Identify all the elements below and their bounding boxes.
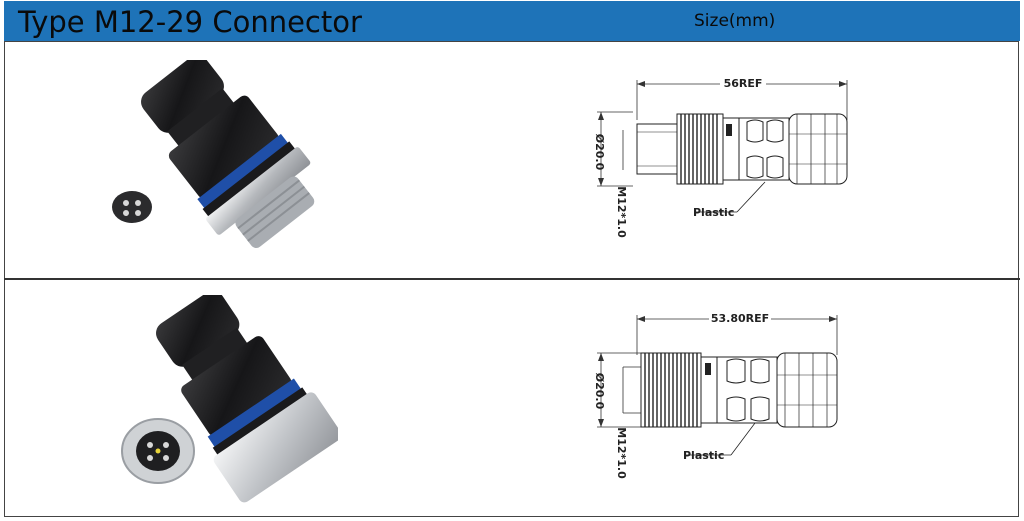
length-dimension: 53.80REF bbox=[711, 312, 769, 325]
thread-dimension: M12*1.0 bbox=[615, 186, 628, 238]
diameter-dimension: Ø20.0 bbox=[593, 373, 606, 410]
material-label: Plastic bbox=[683, 449, 724, 462]
diameter-dimension: Ø20.0 bbox=[593, 134, 606, 171]
male-connector-photo bbox=[112, 60, 315, 249]
row-divider bbox=[4, 278, 1020, 280]
size-unit-label: Size(mm) bbox=[694, 11, 776, 31]
length-dimension: 56REF bbox=[724, 77, 763, 90]
header-bar: Type M12-29 Connector Size(mm) bbox=[4, 1, 1020, 41]
male-connector-drawing: 56REF Ø20.0 M12*1.0 Plastic bbox=[593, 76, 848, 238]
material-label: Plastic bbox=[693, 206, 734, 219]
thread-dimension: M12*1.0 bbox=[615, 427, 628, 479]
page-title: Type M12-29 Connector bbox=[18, 5, 362, 39]
female-connector-photo bbox=[121, 295, 338, 503]
female-connector-drawing: 53.80REF Ø20.0 M12*1.0 Plastic bbox=[593, 311, 838, 479]
